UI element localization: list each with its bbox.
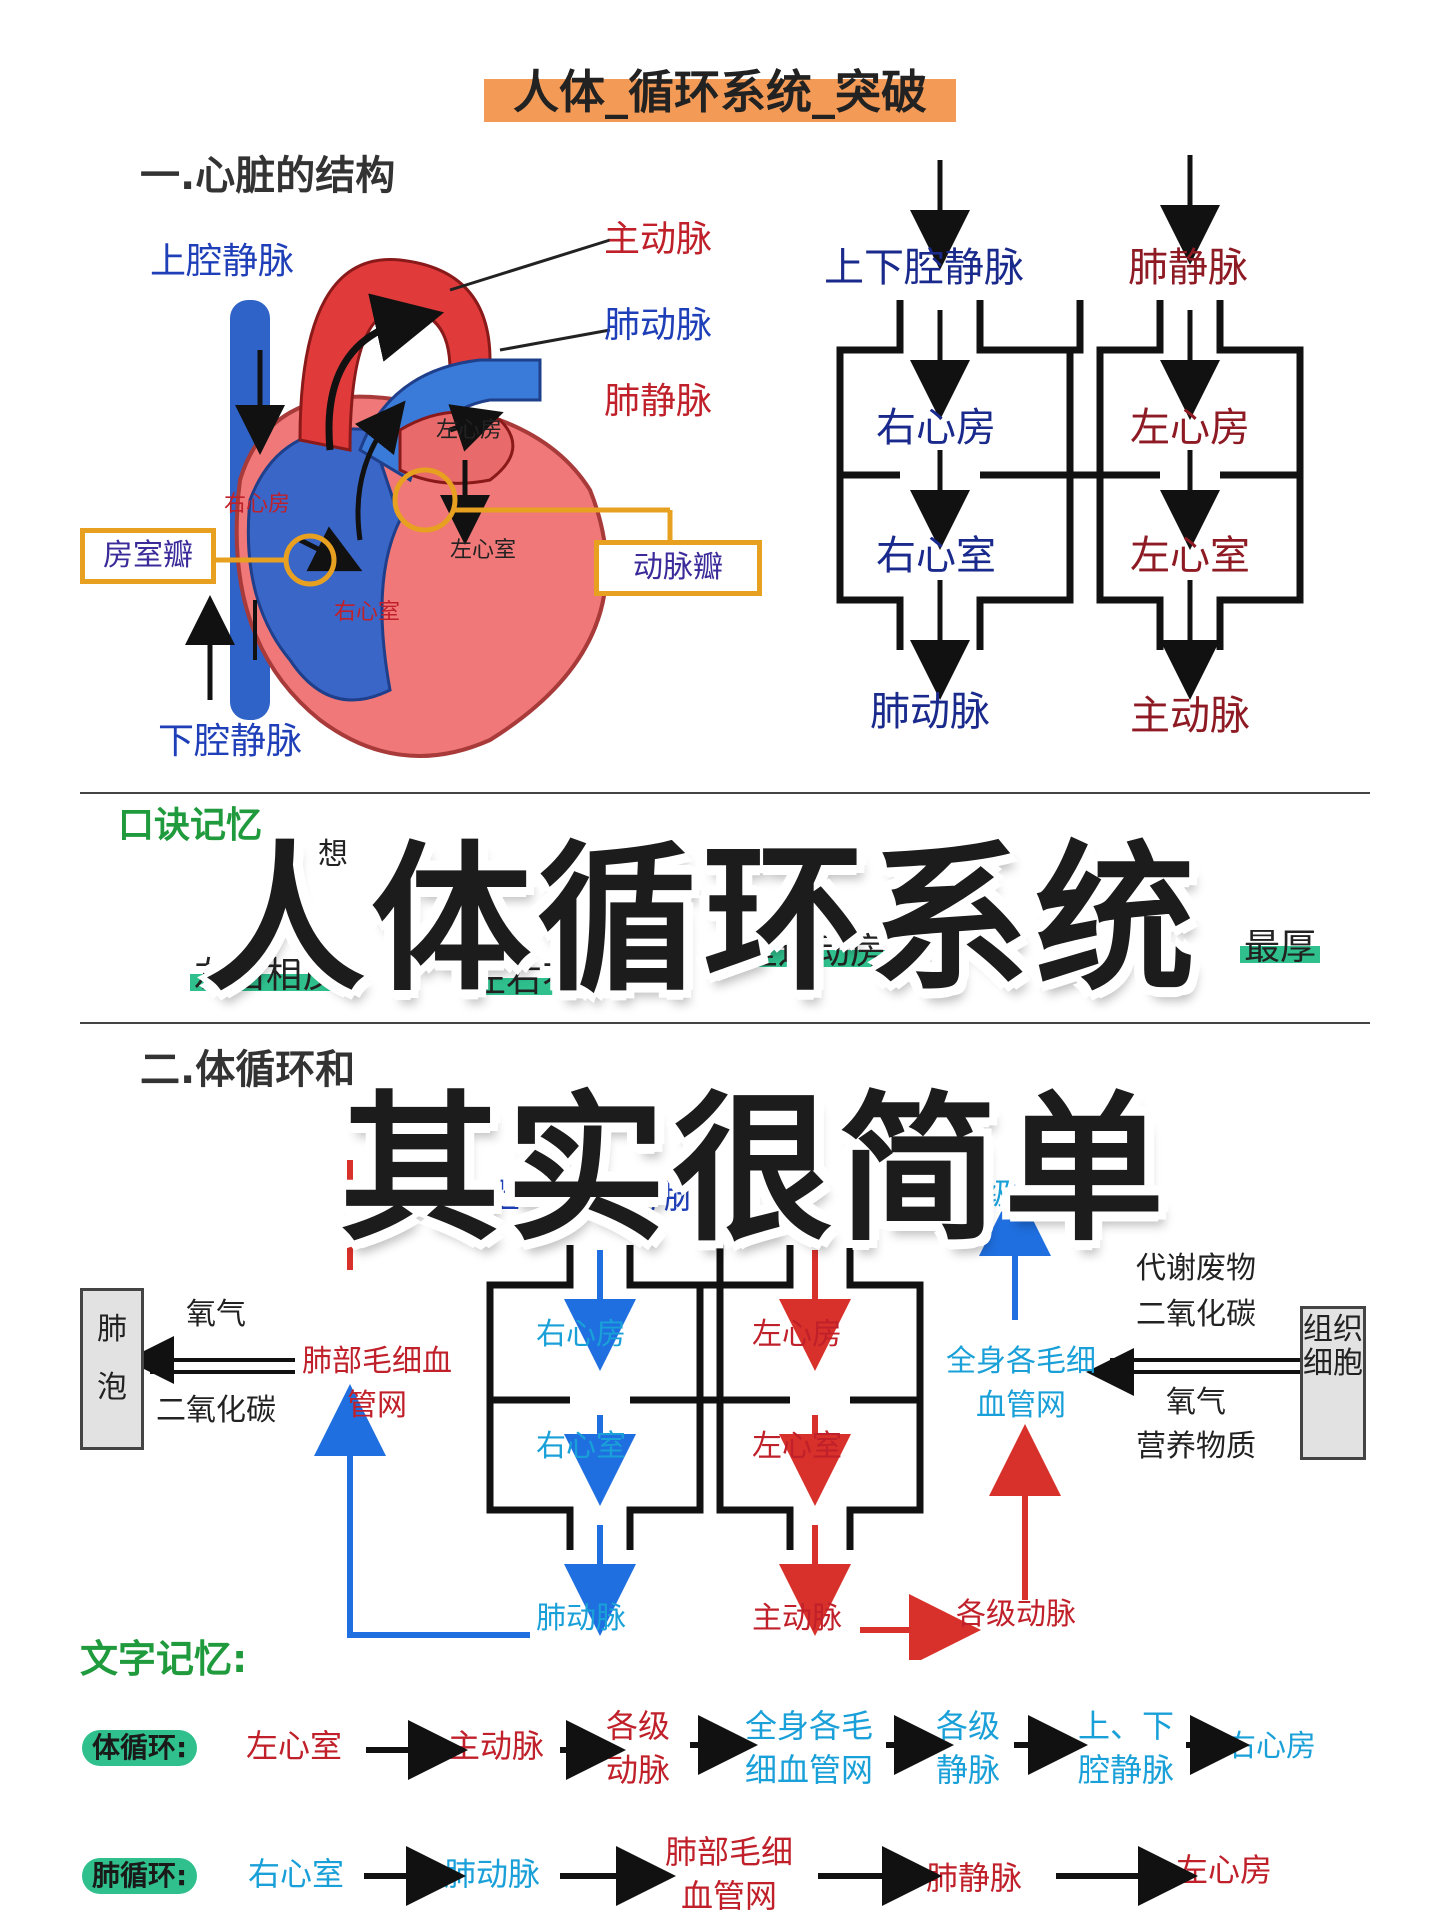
label-aorta: 主动脉 (604, 219, 713, 260)
text-memory-heading: 文字记忆: (80, 1637, 248, 1681)
pulmonary-label: 肺循环: (82, 1858, 198, 1894)
alveoli-box: 肺泡 (80, 1288, 144, 1450)
co2-right: 二氧化碳 (1136, 1297, 1256, 1332)
label-lv: 左心室 (450, 538, 517, 563)
schem1-in-right: 肺静脉 (1128, 245, 1248, 291)
overlay-line-1: 人体循环系统 (205, 826, 1202, 1013)
systemic-step-1: 左心室 (246, 1727, 343, 1765)
schem1-lv: 左心室 (1130, 533, 1250, 579)
label-la: 左心房 (436, 418, 503, 443)
systemic-step-6: 上、下腔静脉 (1077, 1707, 1174, 1789)
section2-heading: 二.体循环和 (140, 1047, 356, 1093)
pulmonary-step-3: 肺部毛细血管网 (664, 1833, 793, 1915)
nutrients: 营养物质 (1136, 1429, 1256, 1464)
heart-schematic-1 (836, 155, 1304, 700)
circ-la: 左心房 (752, 1317, 842, 1352)
circ-aorta: 主动脉 (752, 1601, 842, 1636)
label-pv: 肺静脉 (604, 381, 713, 422)
label-av-valve: 房室瓣 (80, 528, 216, 584)
schem1-in-left: 上下腔静脉 (824, 245, 1024, 291)
waste: 代谢废物 (1136, 1251, 1256, 1286)
label-pa: 肺动脉 (604, 305, 713, 346)
label-rv: 右心室 (334, 600, 401, 625)
divider-1 (80, 792, 1370, 794)
label-art-valve: 动脉瓣 (594, 540, 762, 596)
circulation-diagram (126, 1160, 1305, 1660)
circ-ra: 右心房 (536, 1317, 626, 1352)
mnemonic-partial: 想 (318, 837, 348, 872)
pulmonary-step-1: 右心室 (248, 1855, 345, 1893)
page-title: 人体_循环系统_突破 (484, 62, 956, 122)
body-capillaries: 全身各毛细血管网 (946, 1344, 1096, 1423)
systemic-step-4: 全身各毛细血管网 (744, 1707, 873, 1789)
circ-pa: 肺动脉 (536, 1601, 626, 1636)
section2-top-partial-2: 静脉 (630, 1177, 698, 1217)
overlay-line-2: 其实很简单 (340, 1076, 1171, 1263)
lung-capillaries: 肺部毛细血管网 (302, 1344, 452, 1423)
divider-2 (80, 1022, 1370, 1024)
schem1-out-right: 主动脉 (1130, 693, 1250, 739)
mnemonic-item-1: 左右相反 (190, 958, 343, 994)
chain-arrows (364, 1715, 1250, 1906)
oxygen-right: 氧气 (1166, 1385, 1226, 1420)
art-valve-ring (392, 467, 458, 533)
label-ra: 右心房 (224, 492, 291, 517)
oxygen-left: 氧气 (186, 1297, 246, 1332)
schem1-out-left: 肺动脉 (870, 689, 990, 735)
schem1-ra: 右心房 (876, 405, 996, 451)
mnemonic-heading: 口诀记忆 (118, 805, 263, 846)
systemic-label: 体循环: (82, 1730, 198, 1766)
co2-left: 二氧化碳 (156, 1393, 276, 1428)
mnemonic-item-3: 室连动房连 (738, 934, 927, 970)
circ-rv: 右心室 (536, 1429, 626, 1464)
mnemonic-item-4: 最厚 (1240, 930, 1321, 966)
section1-heading: 一.心脏的结构 (140, 153, 396, 199)
heart-illustration (170, 238, 673, 758)
tissue-cells-box: 组织细胞 (1300, 1306, 1366, 1460)
section2-top-partial-1: 上 (486, 1177, 520, 1217)
schem1-la: 左心房 (1130, 405, 1250, 451)
mnemonic-item-2: 左右不通 (466, 962, 619, 998)
schem1-rv: 右心室 (876, 533, 996, 579)
label-svc: 上腔静脉 (150, 241, 295, 282)
circ-lv: 左心室 (752, 1429, 842, 1464)
pulmonary-step-4: 肺静脉 (926, 1859, 1023, 1897)
label-ivc: 下腔静脉 (158, 721, 303, 762)
circ-arteries: 各级动脉 (956, 1597, 1076, 1632)
